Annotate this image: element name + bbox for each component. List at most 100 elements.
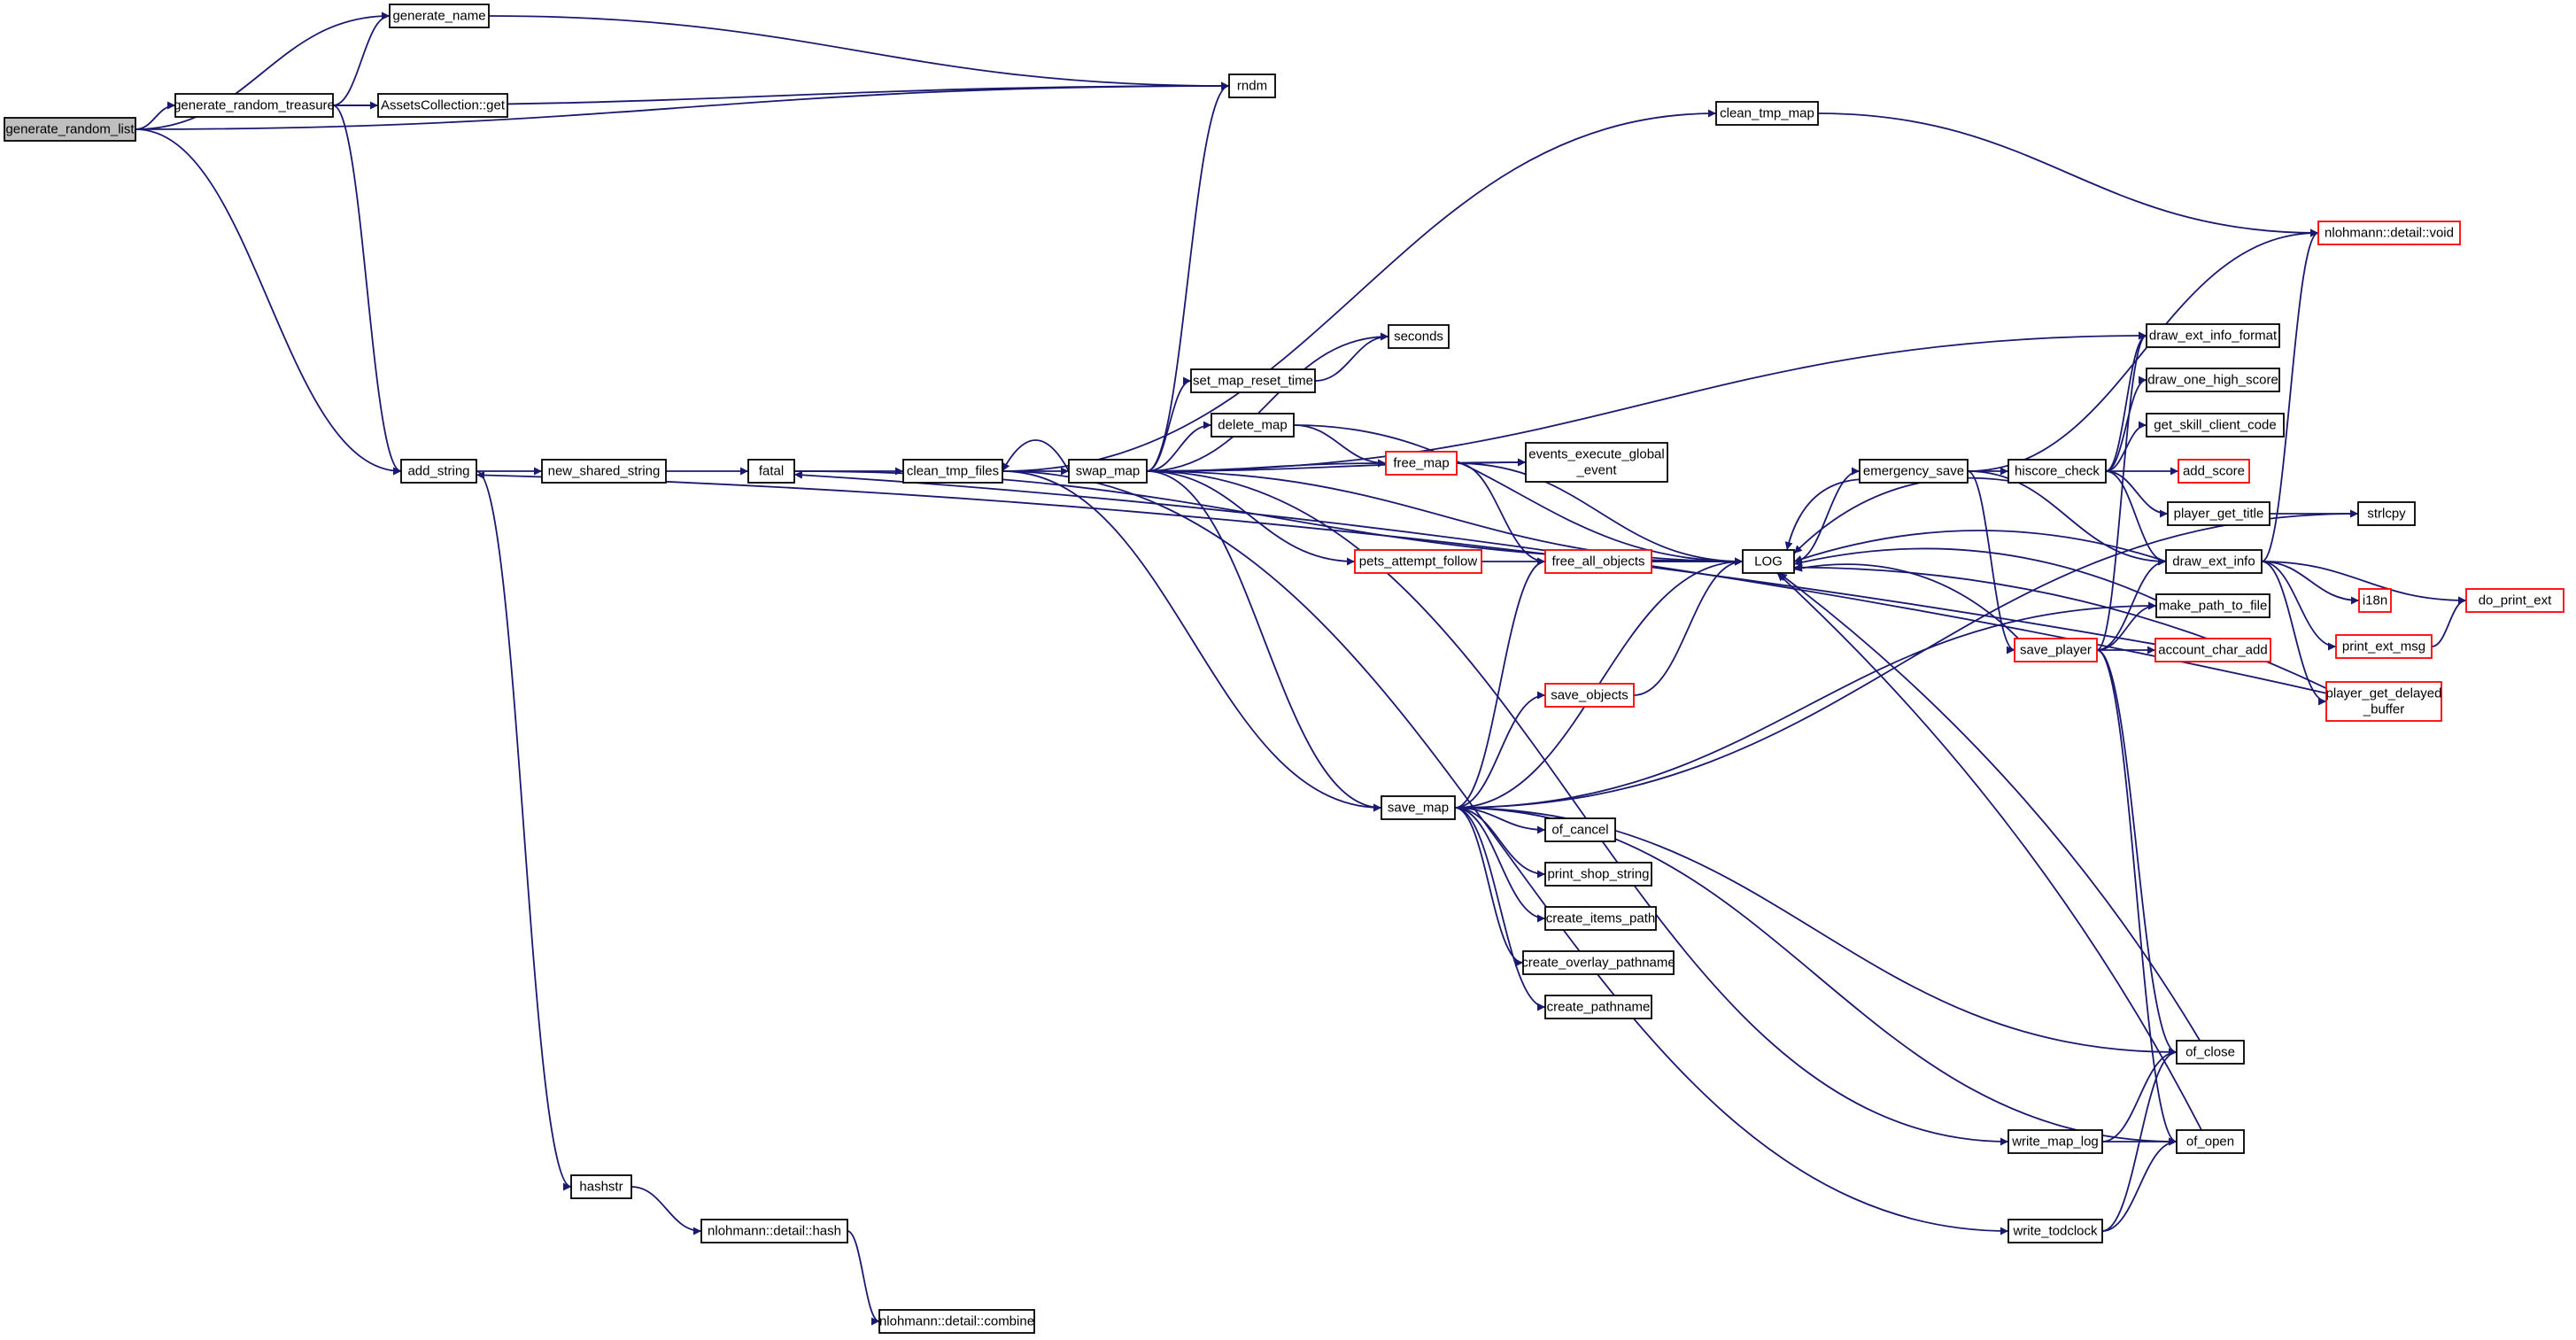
node-nlohmann_hash[interactable]: nlohmann::detail::hash xyxy=(700,1219,848,1243)
edge-hiscore_check-to-draw_ext_info_format xyxy=(2105,331,2147,472)
node-fatal[interactable]: fatal xyxy=(747,459,795,484)
node-box-delete_map xyxy=(1211,413,1295,438)
node-emergency_save[interactable]: emergency_save xyxy=(1859,459,1969,484)
node-new_shared_string[interactable]: new_shared_string xyxy=(541,459,667,484)
node-label-log: LOG xyxy=(1754,554,1783,569)
node-player_get_title[interactable]: player_get_title xyxy=(2167,501,2270,526)
edge-hashstr-to-nlohmann_hash xyxy=(630,1186,702,1235)
edge-clean_tmp_files-to-clean_tmp_map xyxy=(1002,109,1717,472)
node-box-clean_tmp_map xyxy=(1715,101,1819,126)
node-free_all_objects[interactable]: free_all_objects xyxy=(1544,549,1652,574)
node-box-add_string xyxy=(400,459,477,484)
node-print_ext_msg[interactable]: print_ext_msg xyxy=(2335,634,2433,659)
edge-emergency_save-to-nlohmann_void xyxy=(1967,228,2319,472)
node-seconds[interactable]: seconds xyxy=(1388,324,1450,349)
node-label-free_all_objects: free_all_objects xyxy=(1551,554,1644,569)
node-strlcpy[interactable]: strlcpy xyxy=(2357,501,2416,526)
node-box-write_map_log xyxy=(2007,1129,2103,1154)
edge-emergency_save-to-save_player xyxy=(1967,470,2015,655)
node-swap_map[interactable]: swap_map xyxy=(1068,459,1148,484)
node-create_overlay_pathname[interactable]: create_overlay_pathname xyxy=(1521,950,1675,975)
edges xyxy=(135,12,2467,1326)
node-label-nlohmann_hash: nlohmann::detail::hash xyxy=(708,1224,841,1239)
node-label-player_get_delayed_buffer: _buffer xyxy=(2363,702,2404,717)
node-save_objects[interactable]: save_objects xyxy=(1544,683,1635,708)
node-draw_ext_info_format[interactable]: draw_ext_info_format xyxy=(2146,323,2280,348)
node-assets_get[interactable]: AssetsCollection::get xyxy=(377,93,508,118)
node-box-assets_get xyxy=(377,93,508,118)
node-save_player[interactable]: save_player xyxy=(2014,638,2098,662)
node-label-emergency_save: emergency_save xyxy=(1863,464,1964,479)
node-box-of_cancel xyxy=(1544,817,1616,842)
node-draw_ext_info[interactable]: draw_ext_info xyxy=(2165,549,2263,574)
node-add_string[interactable]: add_string xyxy=(400,459,477,484)
node-rndm[interactable]: rndm xyxy=(1228,74,1276,98)
edge-save_map-to-print_shop_string xyxy=(1454,807,1546,879)
node-clean_tmp_map[interactable]: clean_tmp_map xyxy=(1715,101,1819,126)
edge-free_map-to-free_all_objects xyxy=(1456,462,1546,566)
node-of_close[interactable]: of_close xyxy=(2176,1040,2245,1065)
node-do_print_ext[interactable]: do_print_ext xyxy=(2465,588,2564,613)
node-pets_attempt_follow[interactable]: pets_attempt_follow xyxy=(1354,549,1482,574)
node-box-make_path_to_file xyxy=(2155,593,2270,618)
node-nlohmann_combine[interactable]: nlohmann::detail::combine xyxy=(878,1309,1035,1334)
node-box-create_items_path xyxy=(1544,906,1657,931)
node-label-generate_random_treasure: generate_random_treasure xyxy=(174,98,335,113)
node-label-write_map_log: write_map_log xyxy=(2011,1135,2099,1150)
edge-swap_map-to-seconds xyxy=(1146,332,1389,472)
node-generate_random_treasure[interactable]: generate_random_treasure xyxy=(174,93,335,118)
node-hiscore_check[interactable]: hiscore_check xyxy=(2007,459,2107,484)
nodes: generate_random_list generate_namegenerat… xyxy=(4,4,2564,1334)
node-of_cancel[interactable]: of_cancel xyxy=(1544,817,1616,842)
node-box-free_all_objects xyxy=(1544,549,1652,574)
node-make_path_to_file[interactable]: make_path_to_file xyxy=(2155,593,2270,618)
edge-draw_ext_info-to-i18n xyxy=(2261,561,2360,605)
edge-add_string-to-hashstr xyxy=(476,470,572,1191)
edge-clean_tmp_files-to-write_todclock xyxy=(1002,470,2009,1235)
edge-write_todclock-to-of_close xyxy=(2101,1048,2178,1232)
node-box-save_player xyxy=(2014,638,2098,662)
node-clean_tmp_files[interactable]: clean_tmp_files xyxy=(902,459,1003,484)
edge-save_map-to-save_objects xyxy=(1454,691,1546,809)
edge-hiscore_check-to-log xyxy=(1793,476,2021,554)
node-log[interactable]: LOG xyxy=(1742,549,1795,574)
node-label-add_string: add_string xyxy=(407,464,469,479)
node-free_map[interactable]: free_map xyxy=(1385,451,1458,476)
edge-of_open-to-log xyxy=(1776,572,2202,1131)
node-i18n[interactable]: i18n xyxy=(2358,588,2392,613)
node-of_open[interactable]: of_open xyxy=(2176,1129,2245,1154)
node-nlohmann_void[interactable]: nlohmann::detail::void xyxy=(2317,221,2461,245)
node-box-nlohmann_hash xyxy=(700,1219,848,1243)
node-write_map_log[interactable]: write_map_log xyxy=(2007,1129,2103,1154)
node-events_execute_global_event[interactable]: events_execute_global_event xyxy=(1525,442,1668,483)
node-label-hashstr: hashstr xyxy=(579,1180,623,1195)
node-box-hiscore_check xyxy=(2007,459,2107,484)
node-set_map_reset_time[interactable]: set_map_reset_time xyxy=(1190,368,1316,393)
edge-save_map-to-create_pathname xyxy=(1454,807,1546,1011)
node-box-pets_attempt_follow xyxy=(1354,549,1482,574)
node-create_items_path[interactable]: create_items_path xyxy=(1544,906,1657,931)
edge-free_map-to-log xyxy=(1456,462,1744,566)
node-generate_name[interactable]: generate_name xyxy=(389,4,490,28)
node-box-save_objects xyxy=(1544,683,1635,708)
node-label-nlohmann_void: nlohmann::detail::void xyxy=(2325,226,2454,241)
node-get_skill_client_code[interactable]: get_skill_client_code xyxy=(2146,413,2285,438)
node-box-swap_map xyxy=(1068,459,1148,484)
node-label-events_execute_global_event: _event xyxy=(1575,463,1617,478)
node-save_map[interactable]: save_map xyxy=(1381,795,1456,820)
edge-save_player-to-of_open xyxy=(2096,649,2178,1146)
node-print_shop_string[interactable]: print_shop_string xyxy=(1544,862,1652,887)
edge-delete_map-to-free_map xyxy=(1293,424,1387,468)
node-write_todclock[interactable]: write_todclock xyxy=(2007,1219,2103,1243)
node-label-fatal: fatal xyxy=(759,464,784,479)
node-create_pathname[interactable]: create_pathname xyxy=(1544,995,1652,1019)
node-player_get_delayed_buffer[interactable]: player_get_delayed_buffer xyxy=(2325,681,2442,722)
node-delete_map[interactable]: delete_map xyxy=(1211,413,1295,438)
node-generate_random_list[interactable]: generate_random_list xyxy=(4,117,136,142)
node-draw_one_high_score[interactable]: draw_one_high_score xyxy=(2146,368,2280,392)
node-account_char_add[interactable]: account_char_add xyxy=(2154,638,2271,662)
node-box-hashstr xyxy=(570,1174,632,1199)
node-hashstr[interactable]: hashstr xyxy=(570,1174,632,1199)
node-label-save_player: save_player xyxy=(2020,643,2092,658)
node-add_score[interactable]: add_score xyxy=(2178,459,2250,484)
